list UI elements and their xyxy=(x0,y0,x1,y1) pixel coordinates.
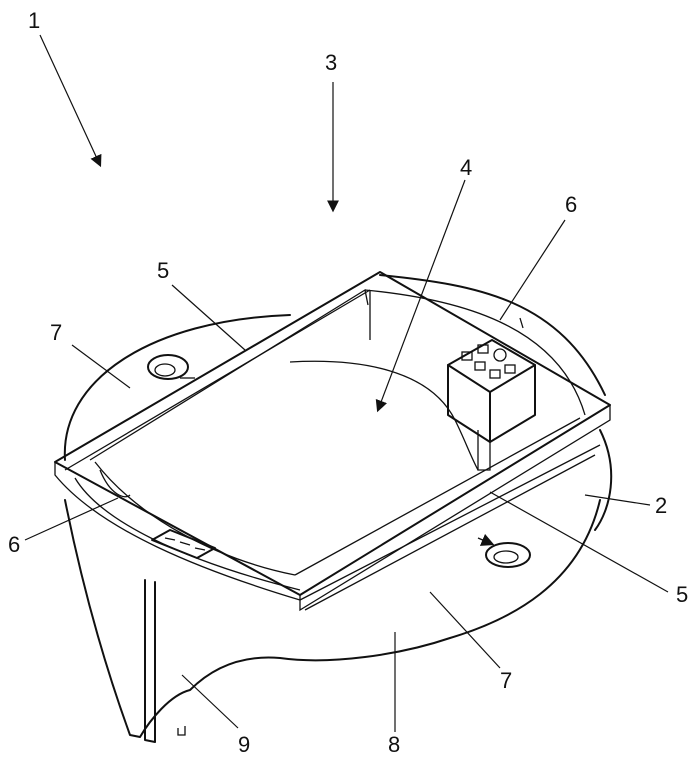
label-8: 8 xyxy=(388,732,400,757)
label-9: 9 xyxy=(238,732,250,757)
label-3: 3 xyxy=(325,50,337,75)
label-5-right: 5 xyxy=(676,582,688,607)
label-1: 1 xyxy=(28,8,40,33)
label-7-bottom: 7 xyxy=(500,668,512,693)
small-connector xyxy=(151,529,216,559)
label-7-left: 7 xyxy=(50,320,62,345)
mounting-hole-left xyxy=(147,354,195,380)
reference-labels: 1 3 4 6 5 7 6 2 5 7 9 8 xyxy=(8,8,688,757)
label-5-top: 5 xyxy=(157,258,169,283)
label-2: 2 xyxy=(655,493,667,518)
mounting-hole-right xyxy=(477,533,531,568)
rim-flange xyxy=(54,271,611,612)
rim-notch xyxy=(519,317,524,329)
label-6-top: 6 xyxy=(565,192,577,217)
ledge-strip xyxy=(299,444,601,611)
connector-block xyxy=(447,339,536,471)
label-6-left: 6 xyxy=(8,532,20,557)
leader-lines xyxy=(24,34,669,732)
housing-body xyxy=(63,274,613,738)
front-rib xyxy=(144,579,186,743)
label-4: 4 xyxy=(460,155,472,180)
